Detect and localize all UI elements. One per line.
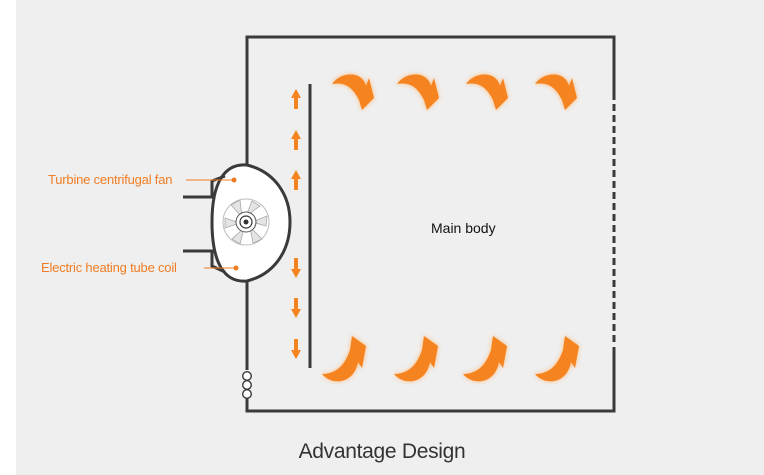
curved-arrow-icon: [535, 74, 577, 110]
curved-arrow-icon: [535, 336, 579, 382]
chamber-outline: [245, 35, 616, 413]
straight-arrow-icon: [291, 258, 301, 278]
straight-arrow-icon: [291, 170, 301, 190]
page-title: Advantage Design: [298, 440, 466, 463]
top-airflow-arrows: [332, 74, 577, 110]
straight-arrow-icon: [291, 130, 301, 150]
heating-coil: [241, 371, 252, 400]
straight-arrow-icon: [291, 298, 301, 318]
curved-arrow-icon: [466, 74, 508, 110]
curved-arrow-icon: [322, 336, 366, 382]
straight-arrow-icon: [291, 339, 301, 359]
heater-label: Electric heating tube coil: [41, 260, 177, 275]
curved-arrow-icon: [397, 74, 439, 110]
fan-icon: [222, 198, 270, 246]
down-arrows: [291, 258, 301, 359]
straight-arrow-icon: [291, 89, 301, 109]
bottom-airflow-arrows: [322, 336, 579, 382]
curved-arrow-icon: [394, 336, 438, 382]
up-arrows: [291, 89, 301, 190]
curved-arrow-icon: [463, 336, 507, 382]
main-body-label: Main body: [431, 220, 496, 236]
curved-arrow-icon: [332, 74, 374, 110]
fan-label: Turbine centrifugal fan: [48, 172, 173, 187]
label-leaders: [186, 177, 239, 271]
diagram-background: [16, 0, 764, 475]
